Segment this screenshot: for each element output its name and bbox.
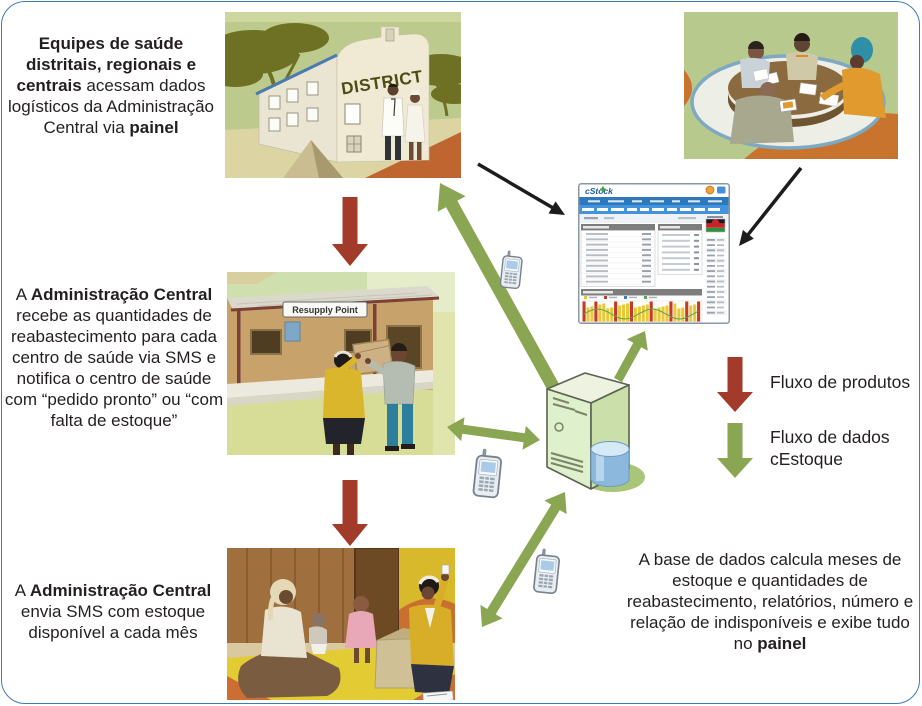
nurse-figure xyxy=(404,90,426,160)
legend-data-line1: Fluxo de dados xyxy=(770,427,890,447)
product-flow-arrow-bottom xyxy=(332,480,368,546)
data-arrow-server-district xyxy=(437,183,562,396)
toddler-figure xyxy=(345,596,377,663)
person-front xyxy=(730,82,798,144)
district-office-illustration: DISTRICT xyxy=(225,12,461,178)
dashboard-button-icon xyxy=(717,186,726,194)
person-center xyxy=(786,33,818,80)
report-arrow-district-dashboard xyxy=(477,162,565,215)
health-worker-figure xyxy=(409,564,454,700)
server-database-illustration xyxy=(546,372,645,492)
data-arrow-community-server xyxy=(480,492,567,627)
database-cylinder xyxy=(590,441,630,487)
caption-health-teams: Equipes de saúde distritais, regionais e… xyxy=(8,34,214,137)
cstock-dashboard-screenshot: cStock xyxy=(578,183,730,324)
product-flow-arrow-top xyxy=(332,197,368,266)
legend-products-label: Fluxo de produtos xyxy=(770,372,911,392)
person-left xyxy=(740,41,770,88)
dashboard-links xyxy=(582,208,720,211)
resupply-point-illustration: Resupply Point xyxy=(227,272,455,455)
caption-admin-sends: A Administração Central envia SMS com es… xyxy=(14,581,212,642)
man-figure xyxy=(365,343,416,451)
doctor-figure xyxy=(381,83,405,160)
malawi-flag xyxy=(705,218,726,233)
woman-figure xyxy=(323,350,365,455)
community-visit-illustration xyxy=(227,548,455,700)
caption-admin-receives: A Administração Central recebe as quanti… xyxy=(4,285,224,430)
report-arrow-meeting-dashboard xyxy=(739,166,803,246)
chart-legend xyxy=(584,296,657,299)
legend-data-line2: cEstoque xyxy=(770,449,843,469)
cstock-logo: cStock xyxy=(585,186,614,196)
meeting-illustration xyxy=(684,12,898,159)
legend-product-arrow xyxy=(717,357,753,412)
caption-database: A base de dados calcula meses de estoque… xyxy=(626,550,914,653)
legend-data-label: Fluxo de dados cEstoque xyxy=(770,426,910,470)
dashboard-nav xyxy=(588,200,722,203)
data-arrow-resupply-server xyxy=(447,417,540,450)
mobile-phone-icon xyxy=(532,547,562,595)
server-vents xyxy=(550,397,588,473)
resupply-sign: Resupply Point xyxy=(292,305,358,315)
mobile-phone-icon xyxy=(499,249,524,290)
mother-figure xyxy=(238,579,341,698)
legend-data-arrow xyxy=(717,423,753,478)
dashboard-badge-icon xyxy=(705,185,715,195)
mobile-phone-icon xyxy=(472,447,504,499)
person-right xyxy=(819,37,886,118)
